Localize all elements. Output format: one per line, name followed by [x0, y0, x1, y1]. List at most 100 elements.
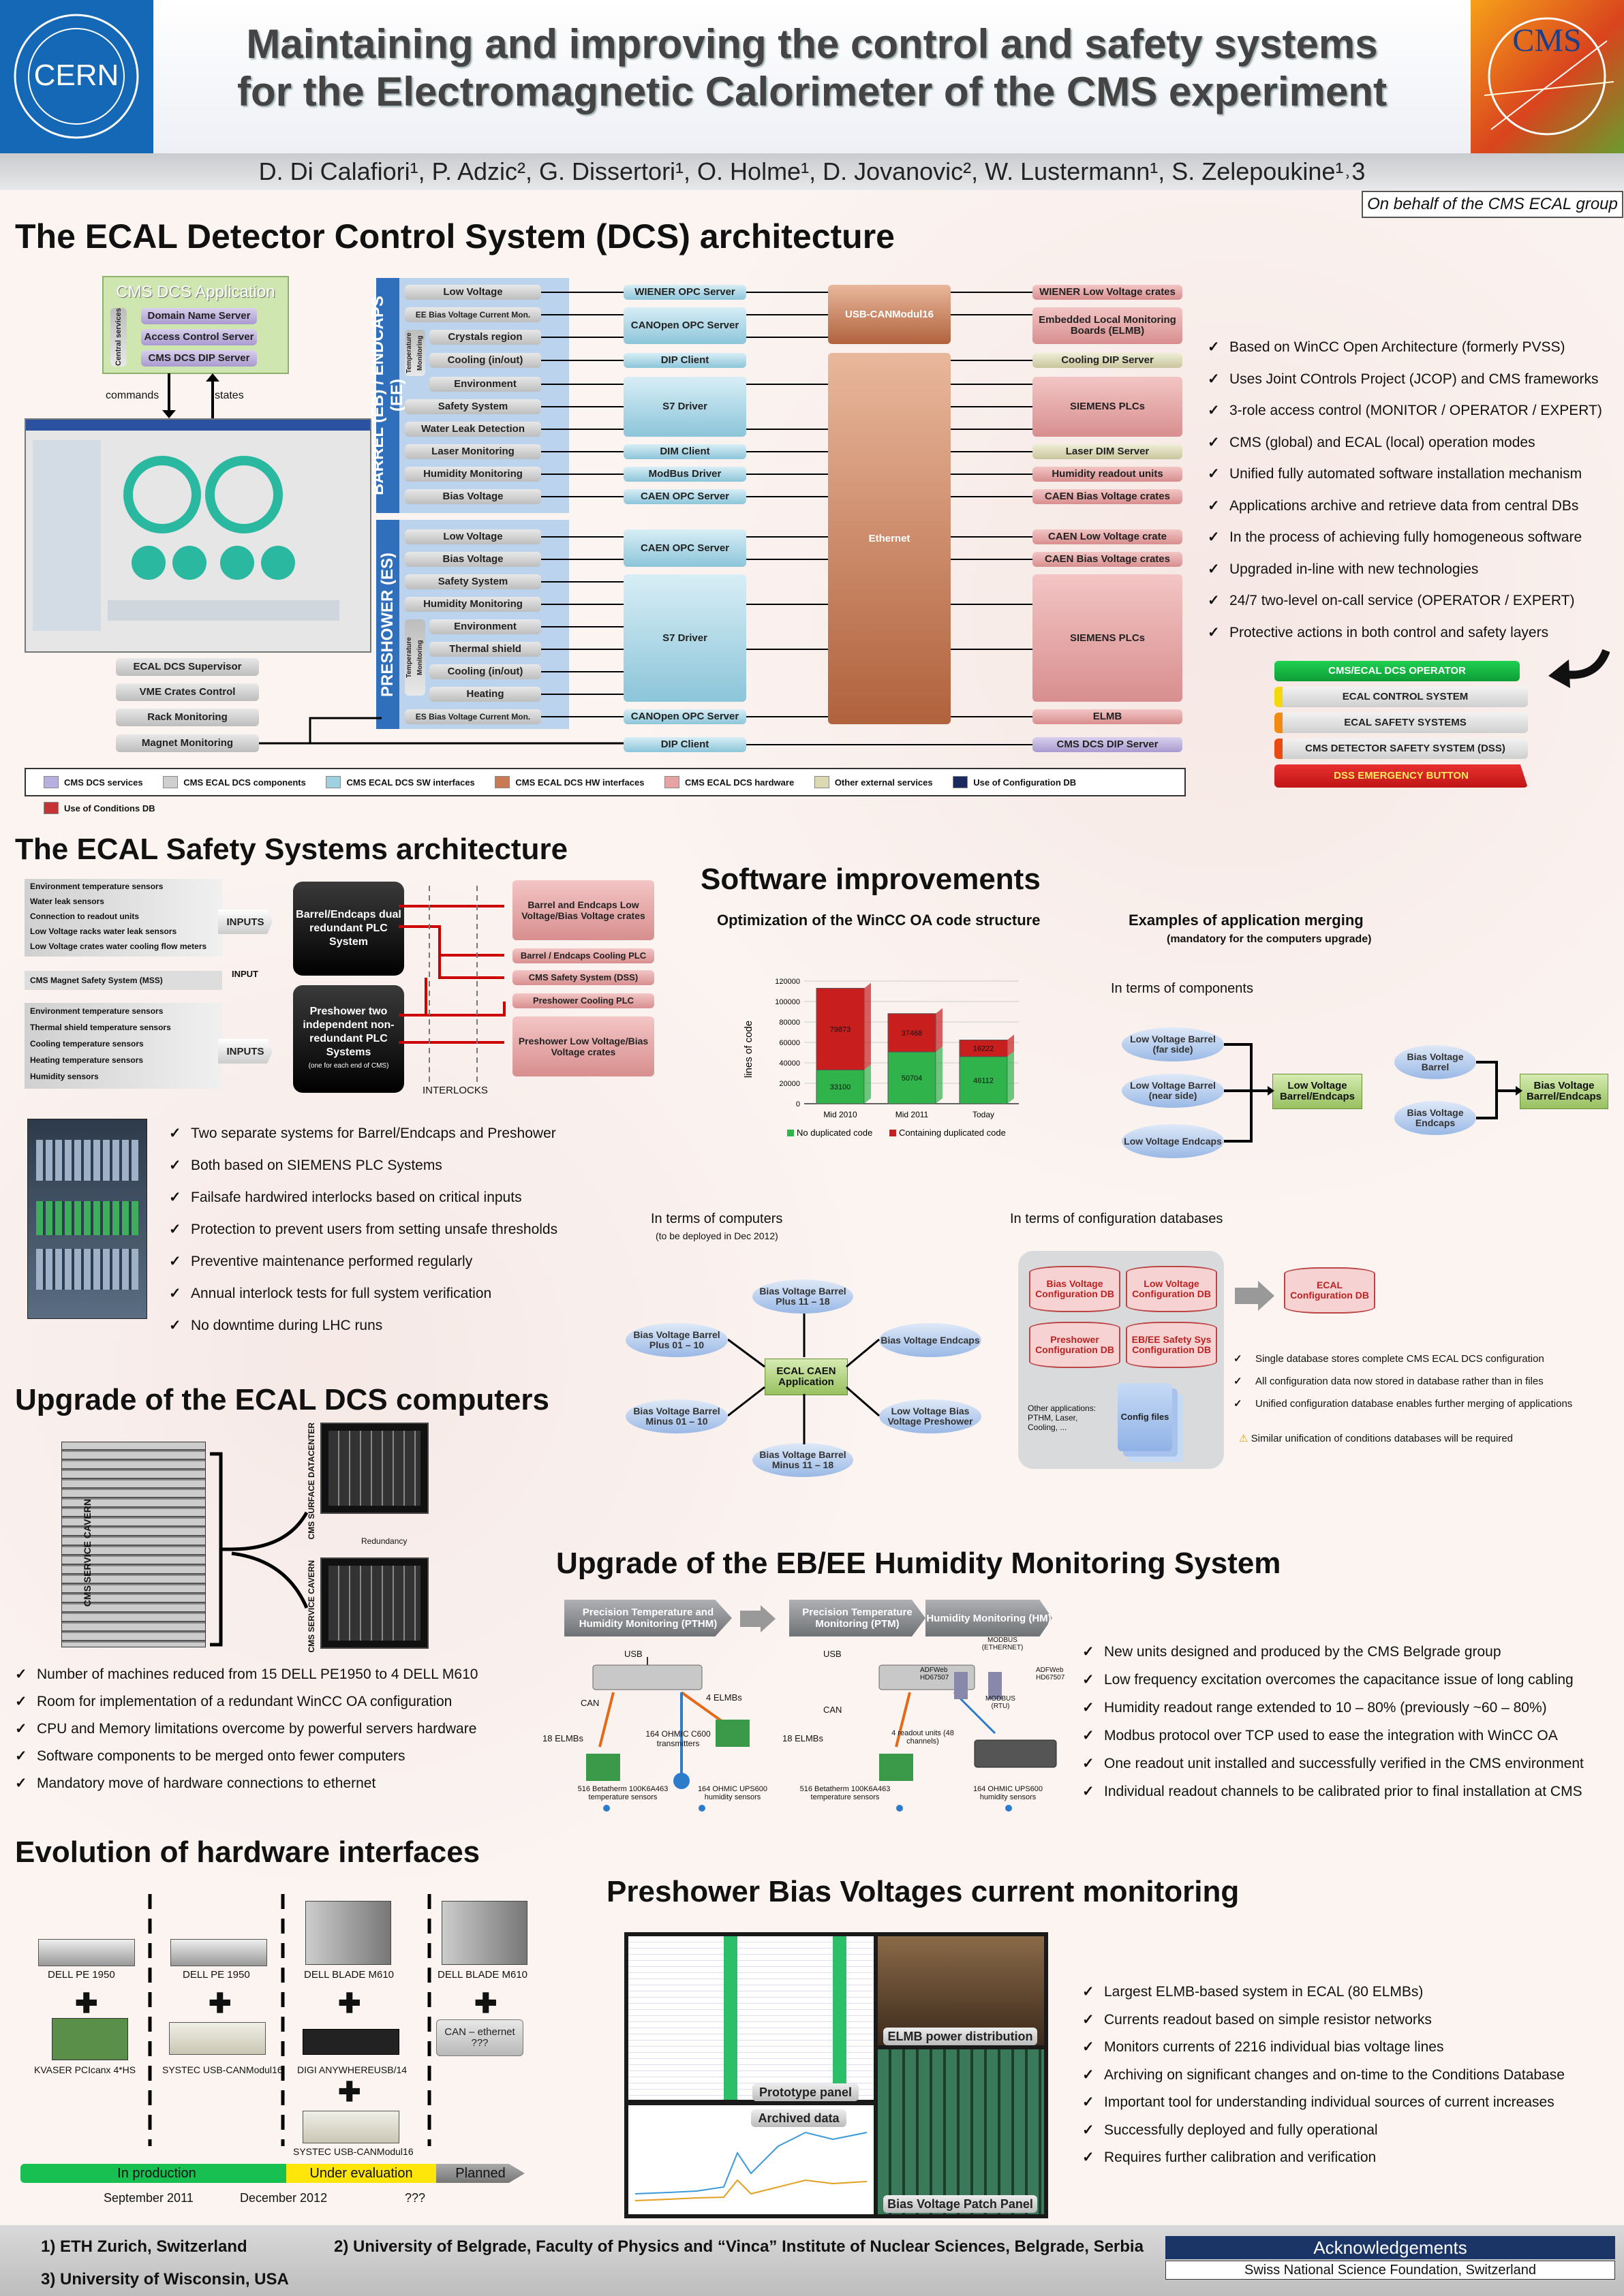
stage-ptm: Precision Temperature Monitoring (PTM)	[789, 1600, 925, 1636]
hm-18elmbs-1: 18 ELMBs	[542, 1733, 583, 1743]
preshower-bullet: Currents readout based on simple resisto…	[1079, 2006, 1565, 2034]
chart-category: Mid 2011	[895, 1110, 929, 1119]
cooling-dip-server: Cooling DIP Server	[1032, 353, 1182, 368]
computers-subtitle: (to be deployed in Dec 2012)	[656, 1230, 778, 1241]
preshower-bullet: Requires further calibration and verific…	[1079, 2144, 1565, 2172]
pe1950-img-1	[38, 1939, 135, 1966]
dcs-bullets: Based on WinCC Open Architecture (former…	[1205, 332, 1602, 649]
humidity-diagram	[586, 1657, 1057, 1812]
authors: D. Di Calafiori¹, P. Adzic², G. Disserto…	[0, 153, 1624, 190]
hm-humidity-sensors-2: 164 OHMIC UPS600 humidity sensors	[972, 1785, 1043, 1801]
elmb-power-img	[878, 1936, 1044, 2045]
siemens-plcs-barrel: SIEMENS PLCs	[1032, 377, 1182, 437]
es-safety-system: Safety System	[405, 574, 541, 589]
safety-bullets: Two separate systems for Barrel/Endcaps …	[166, 1117, 557, 1341]
hm-humidity-sensors-1: 164 OHMIC UPS600 humidity sensors	[697, 1785, 768, 1801]
chart-bar-side	[864, 1064, 871, 1104]
magnet-path	[259, 717, 624, 745]
vme-crates-control: VME Crates Control	[116, 683, 259, 701]
archived-data-plot	[634, 2131, 868, 2201]
elmb-boards: Embedded Local Monitoring Boards (ELMB)	[1032, 307, 1182, 344]
surface-dc-label: CMS SURFACE DATACENTER	[307, 1423, 316, 1540]
plc-preshower: Preshower two independent non-redundant …	[293, 985, 404, 1093]
preshower-heading: Preshower Bias Voltages current monitori…	[607, 1875, 1240, 1908]
config-files: Config files	[1118, 1383, 1172, 1451]
caen-star-arrows	[728, 1314, 880, 1444]
barrel-label: BARREL (EB) / ENDCAPS (EE)	[369, 278, 406, 513]
stage-pthm: Precision Temperature and Humidity Monit…	[564, 1600, 732, 1636]
phase-under-evaluation: Under evaluation	[286, 2164, 436, 2183]
canopen-opc-server: CANOpen OPC Server	[624, 307, 746, 344]
interlock-arrows	[399, 886, 506, 1083]
safety-bullet: Two separate systems for Barrel/Endcaps …	[166, 1117, 557, 1149]
rack-monitoring: Rack Monitoring	[116, 709, 259, 726]
caen-node-endcaps: Bias Voltage Endcaps	[879, 1323, 981, 1357]
bv-merged: Bias Voltage Barrel/Endcaps	[1520, 1074, 1608, 1109]
opt-title: Optimization of the WinCC OA code struct…	[717, 912, 1041, 929]
bv-barrel: Bias Voltage Barrel	[1394, 1045, 1476, 1079]
software-heading: Software improvements	[701, 863, 1041, 896]
service-cavern-label-2: CMS SERVICE CAVERN	[307, 1560, 316, 1653]
db-warning-text: Similar unification of conditions databa…	[1251, 1433, 1513, 1444]
lv-far-side: Low Voltage Barrel (far side)	[1122, 1027, 1224, 1061]
chart-legend-label: No duplicated code	[797, 1128, 872, 1138]
barrel-safety-system: Safety System	[405, 399, 541, 414]
input-item: Cooling temperature sensors	[30, 1039, 144, 1049]
plus-icon: ✚	[338, 2077, 361, 2107]
chart-data-label: 50704	[902, 1074, 923, 1083]
humidity-heading: Upgrade of the EB/EE Humidity Monitoring…	[556, 1547, 1281, 1580]
inputs-arrow-2: INPUTS	[218, 1039, 273, 1064]
chart-bar-side	[936, 1008, 943, 1052]
plus-icon: ✚	[75, 1989, 98, 2019]
computers-bullets: Number of machines reduced from 15 DELL …	[12, 1661, 478, 1797]
s7-driver-es: S7 Driver	[624, 574, 746, 702]
humidity-bullet: Individual readout channels to be calibr…	[1079, 1778, 1584, 1805]
es-humidity-monitoring: Humidity Monitoring	[405, 597, 541, 612]
hm-adfweb-1: ADFWeb HD67507	[920, 1666, 949, 1681]
dcs-bullet: Protective actions in both control and s…	[1205, 617, 1602, 649]
stage-arrow-icon	[740, 1605, 776, 1632]
barrel-bias-voltage: Bias Voltage	[405, 489, 541, 504]
plus-icon: ✚	[338, 1989, 361, 2019]
db-low-voltage: Low Voltage Configuration DB	[1126, 1266, 1217, 1312]
safety-bullet: Failsafe hardwired interlocks based on c…	[166, 1181, 557, 1213]
safety-heading: The ECAL Safety Systems architecture	[15, 833, 568, 866]
detector-rings	[108, 456, 339, 621]
computers-bullet: Room for implementation of a redundant W…	[12, 1688, 478, 1716]
chart-legend-label: Containing duplicated code	[899, 1128, 1006, 1138]
hm-adfweb-2: ADFWeb HD67507	[1036, 1666, 1065, 1681]
humidity-readout-units: Humidity readout units	[1032, 467, 1182, 482]
commands-states-arrows	[162, 373, 219, 418]
magnet-monitoring: Magnet Monitoring	[116, 734, 259, 752]
cern-logo-icon: CERN	[14, 14, 139, 139]
es-bias-current: ES Bias Voltage Current Mon.	[405, 709, 541, 724]
input-item: Environment temperature sensors	[30, 1006, 164, 1016]
es-thermal-shield: Thermal shield	[429, 642, 541, 657]
hm-modbus-rtu: MODBUS (RTU)	[985, 1695, 1015, 1710]
cms-dcs-dip-server-box: CMS DCS DIP Server	[1032, 737, 1182, 752]
preshower-bullets: Largest ELMB-based system in ECAL (80 EL…	[1079, 1979, 1565, 2172]
caen-bias-voltage-crates: CAEN Bias Voltage crates	[1032, 489, 1182, 504]
caen-node-preshower: Low Voltage Bias Voltage Preshower	[879, 1399, 981, 1433]
m610-img-2	[442, 1901, 527, 1965]
humidity-bullet: New units designed and produced by the C…	[1079, 1638, 1584, 1666]
dcs-bullet: 3-role access control (MONITOR / OPERATO…	[1205, 395, 1602, 427]
domain-name-server: Domain Name Server	[141, 308, 257, 324]
input-item: Water leak sensors	[30, 897, 104, 906]
mss-input: CMS Magnet Safety System (MSS)	[25, 971, 222, 990]
states-label: states	[215, 390, 244, 401]
warning-icon: ⚠	[1239, 1433, 1248, 1444]
m610-img-1	[305, 1901, 391, 1965]
chart-data-label: 46112	[973, 1076, 994, 1085]
ecal-caen-app: ECAL CAEN Application	[765, 1359, 848, 1395]
preshower-bullet: Archiving on significant changes and on-…	[1079, 2062, 1565, 2090]
preshower-bullet: Monitors currents of 2216 individual bia…	[1079, 2034, 1565, 2062]
merge-title: Examples of application merging	[1129, 912, 1364, 929]
dcs-bullet: In the process of achieving fully homoge…	[1205, 522, 1602, 554]
digi-img	[303, 2029, 399, 2055]
ecal-configuration-db: ECAL Configuration DB	[1284, 1267, 1375, 1314]
target-lv-bv-crates: Barrel and Endcaps Low Voltage/Bias Volt…	[512, 880, 654, 940]
lv-endcaps: Low Voltage Endcaps	[1122, 1124, 1224, 1158]
plus-icon: ✚	[209, 1989, 232, 2019]
archived-data-label: Archived data	[751, 2109, 846, 2127]
